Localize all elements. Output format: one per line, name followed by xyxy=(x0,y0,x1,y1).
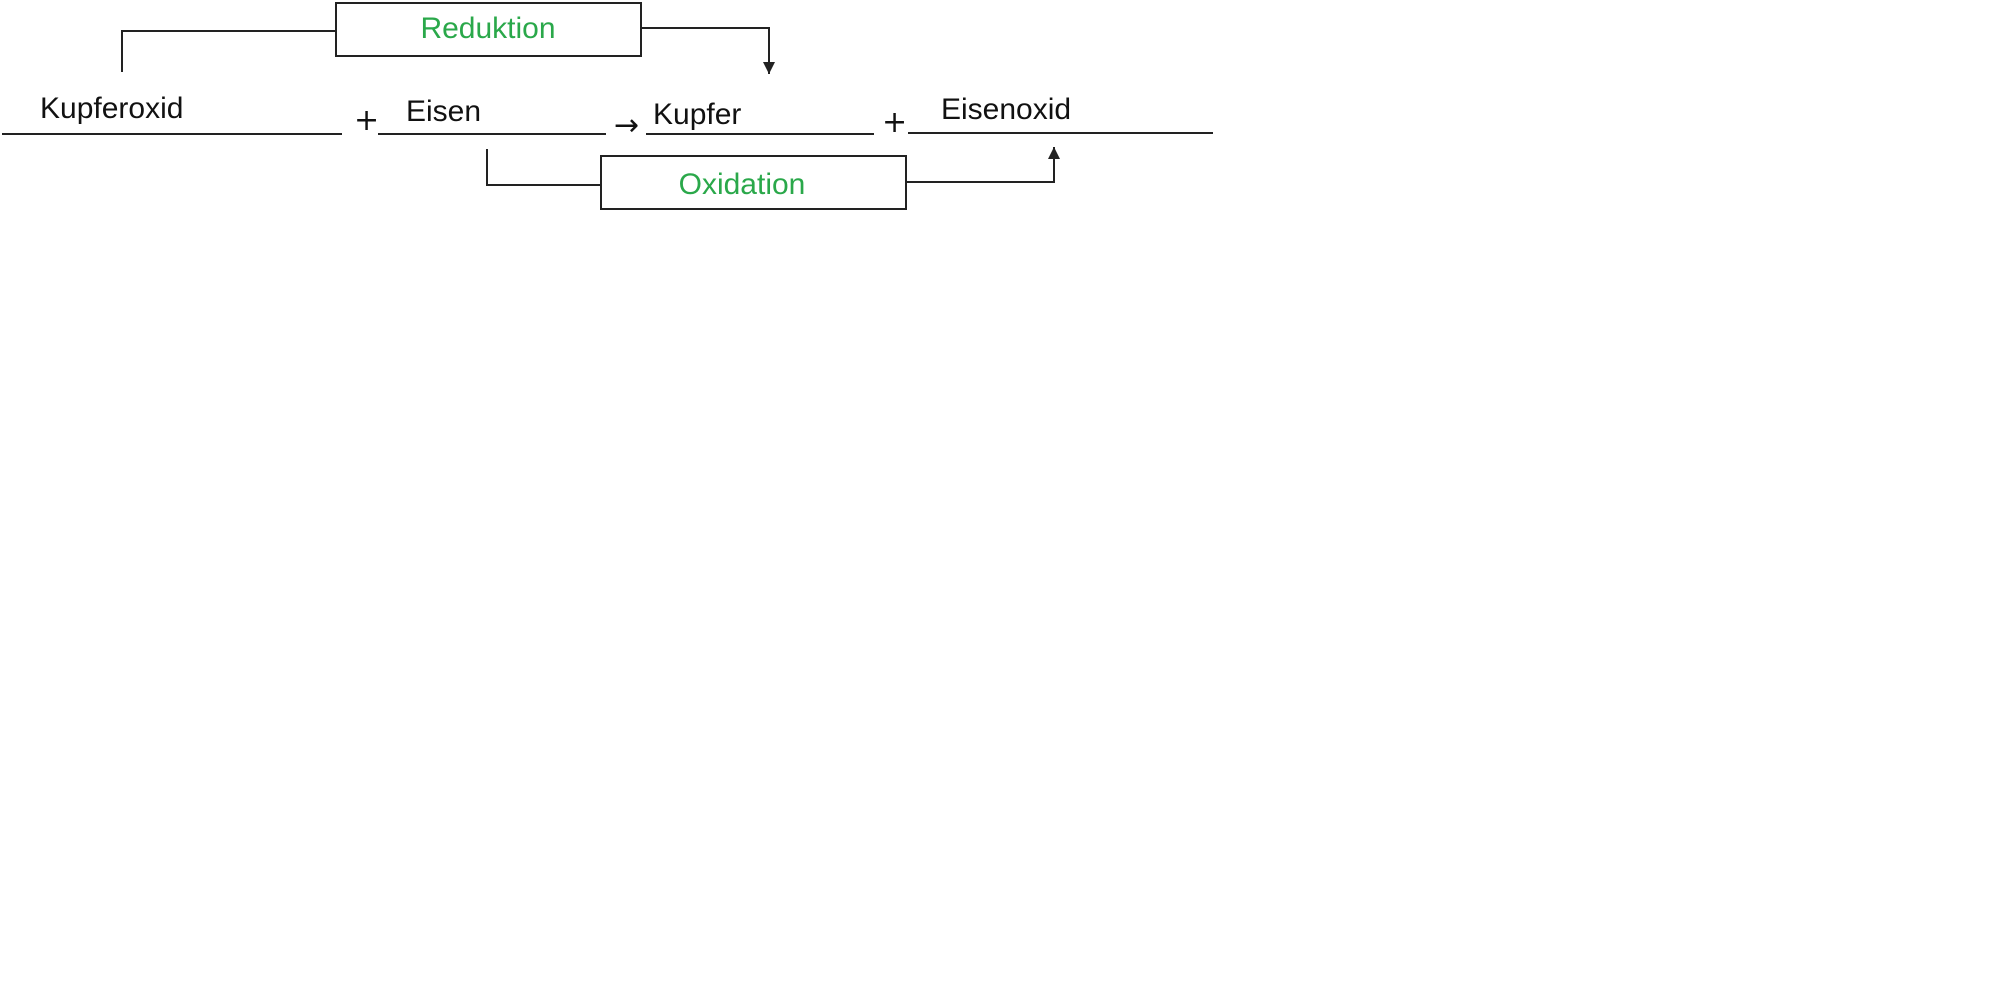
reactant-1-label: Kupferoxid xyxy=(40,92,183,125)
plus-sign-2: + xyxy=(882,105,907,140)
reactant-2-label: Eisen xyxy=(406,95,481,128)
reduction-label: Reduktion xyxy=(420,12,555,45)
oxidation-connector-left xyxy=(486,149,601,186)
oxidation-connector-right xyxy=(906,147,1060,183)
reduction-bracket xyxy=(121,2,775,74)
reduction-label-box xyxy=(335,2,642,57)
reduction-connector-right xyxy=(641,27,775,74)
plus-sign-1: + xyxy=(354,103,379,138)
product-1-label: Kupfer xyxy=(653,98,741,131)
oxidation-bracket xyxy=(486,147,1060,210)
answer-lines xyxy=(2,132,1213,135)
product-2-label: Eisenoxid xyxy=(941,93,1071,126)
reaction-arrow: → xyxy=(614,108,639,143)
reduction-connector-left xyxy=(121,30,336,72)
oxidation-label: Oxidation xyxy=(679,168,806,201)
